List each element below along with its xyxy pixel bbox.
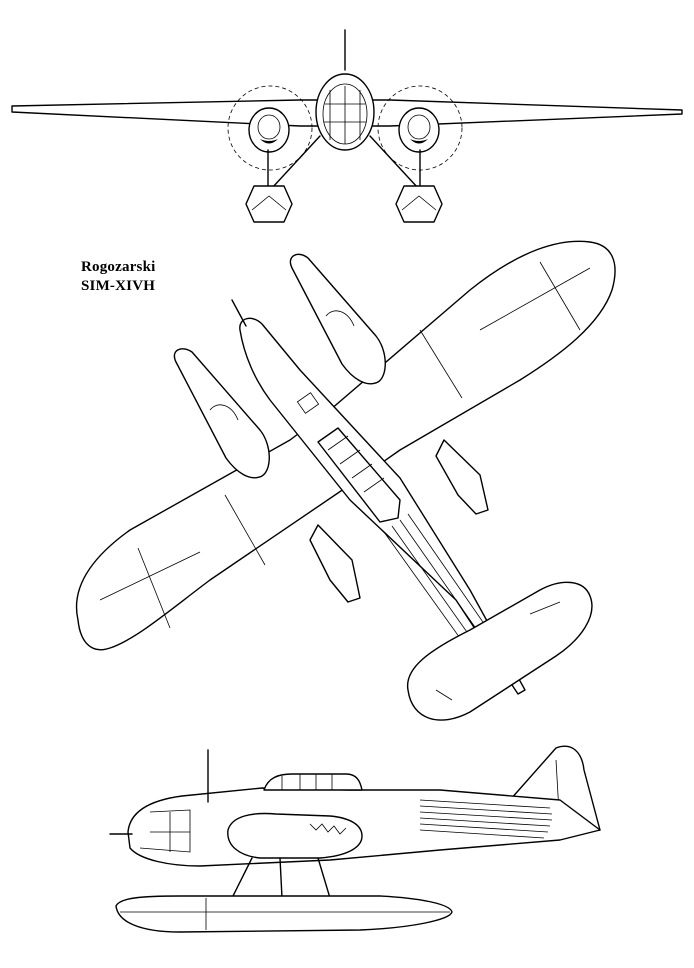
- plan-view-canopy: [317, 427, 401, 523]
- plan-view-right-engine-nacelle: [289, 253, 386, 385]
- plan-view-horizontal-tail: [406, 581, 593, 721]
- front-view-left-engine-nacelle: [248, 107, 290, 153]
- side-view-canopy: [263, 773, 363, 791]
- side-view-float: [115, 895, 453, 933]
- plan-view-right-float: [435, 439, 489, 515]
- plan-view-left-engine-nacelle: [173, 348, 270, 479]
- front-view-right-engine-nacelle: [398, 107, 440, 153]
- side-view-fuselage-hatching: [419, 799, 553, 839]
- front-view-left-propeller-disc: [227, 85, 313, 171]
- aircraft-name-label: Rogozarski: [81, 259, 156, 275]
- plan-view-left-float: [309, 524, 361, 603]
- front-view: [11, 29, 683, 223]
- side-view-engine-nacelle: [227, 812, 363, 859]
- front-view-right-float: [395, 185, 443, 223]
- plan-view: [75, 240, 616, 721]
- side-view: [109, 745, 601, 933]
- front-view-left-float: [245, 185, 293, 223]
- aircraft-model-label: SIM-XIVH: [81, 278, 156, 294]
- side-view-fuselage: [127, 787, 601, 867]
